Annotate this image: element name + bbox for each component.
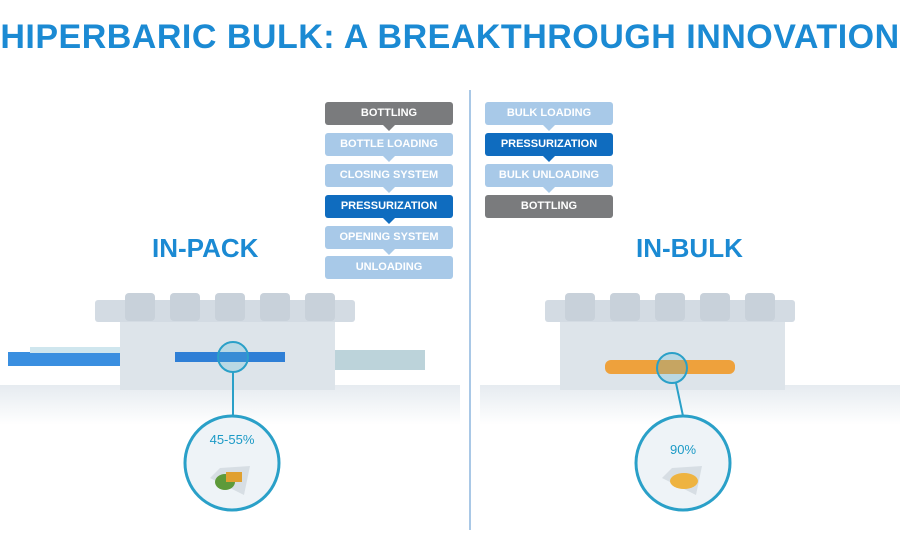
in-bulk-machine xyxy=(480,293,900,512)
in-bulk-fill-ratio: 90% xyxy=(669,442,697,457)
in-pack-label: IN-PACK xyxy=(152,233,259,263)
in-bulk-step: BOTTLING xyxy=(485,195,613,218)
in-pack-step: OPENING SYSTEM xyxy=(325,226,453,255)
in-pack-step: BOTTLE LOADING xyxy=(325,133,453,162)
in-pack-step: CLOSING SYSTEM xyxy=(325,164,453,193)
in-bulk-step: BULK LOADING xyxy=(485,102,613,131)
in-pack-step: UNLOADING xyxy=(325,256,453,279)
center-divider xyxy=(469,90,471,530)
in-bulk-step-active: PRESSURIZATION xyxy=(485,133,613,162)
in-pack-machine xyxy=(0,293,460,512)
in-pack-step: BOTTLING xyxy=(325,102,453,131)
in-pack-fill-ratio: 45-55% xyxy=(209,432,255,447)
in-bulk-step: BULK UNLOADING xyxy=(485,164,613,193)
page-title: HIPERBARIC BULK: A BREAKTHROUGH INNOVATI… xyxy=(0,18,900,56)
in-bulk-label: IN-BULK xyxy=(636,233,743,263)
in-pack-step-active: PRESSURIZATION xyxy=(325,195,453,224)
